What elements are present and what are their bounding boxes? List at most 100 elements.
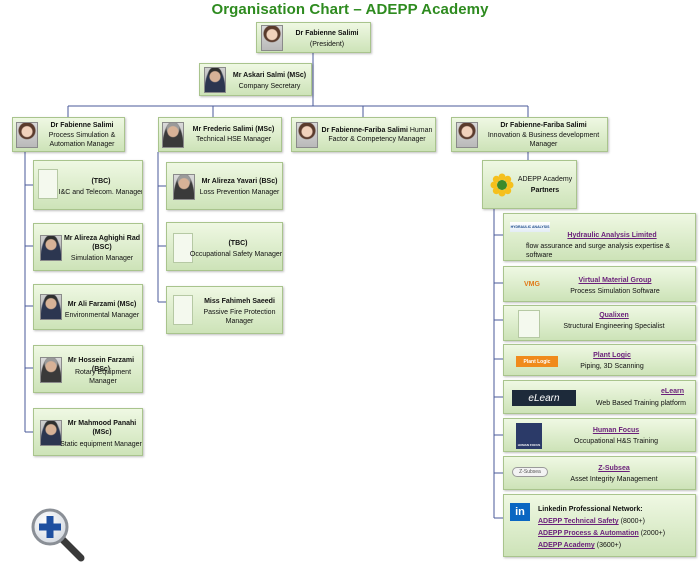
team-member-name: Mr Mahmood Panahi (MSc)	[67, 420, 137, 436]
manager-name: Dr Fabienne-Fariba Salimi	[500, 122, 587, 129]
partner-card[interactable]: Z-Subsea Z-Subsea Asset Integrity Manage…	[503, 456, 696, 490]
president-photo	[261, 25, 283, 51]
manager-text: Dr Fabienne-Fariba Salimi Human Factor &…	[320, 126, 434, 144]
linkedin-group-row: ADEPP Academy (3600+)	[538, 541, 693, 550]
team-member-name: Miss Fahimeh Saeedi	[204, 298, 275, 305]
team-member-role: Rotary Equipment Manager	[74, 369, 132, 385]
partner-name-link[interactable]: Virtual Material Group	[578, 277, 652, 284]
manager-box-hse[interactable]: Mr Frederic Salimi (MSc) Technical HSE M…	[158, 117, 282, 152]
partner-description: Asset Integrity Management	[570, 476, 658, 483]
team-member-role: I&C and Telecom. Manager	[58, 189, 143, 196]
manager-role: Human Factor & Competency Manager	[328, 127, 433, 143]
hse-team-card[interactable]: (TBC) Occupational Safety Manager	[166, 222, 283, 271]
team-member-role: Simulation Manager	[70, 255, 134, 262]
team-member-name: Mr Ali Farzami (MSc)	[67, 301, 137, 308]
partner-card[interactable]: eLearn eLearn Web Based Training platfor…	[503, 380, 696, 414]
manager-box-process[interactable]: Dr Fabienne Salimi Process Simulation & …	[12, 117, 125, 152]
placeholder-photo	[38, 169, 58, 199]
process-team-card[interactable]: Mr Mahmood Panahi (MSc) Static equipment…	[33, 408, 143, 456]
team-member-name: Mr Alireza Aghighi Rad (BSC)	[63, 235, 141, 251]
qualixen-logo	[518, 310, 540, 338]
manager-role: Process Simulation & Automation Manager	[48, 132, 116, 148]
president-name: Dr Fabienne Salimi	[295, 30, 359, 37]
partner-card[interactable]: VMG Virtual Material Group Process Simul…	[503, 266, 696, 302]
team-member-role: Passive Fire Protection Manager	[203, 309, 276, 325]
linkedin-group-link[interactable]: ADEPP Process & Automation	[538, 530, 639, 537]
team-member-photo	[40, 420, 62, 446]
secretary-role: Company Secretary	[238, 83, 301, 90]
process-team-card[interactable]: Mr Alireza Aghighi Rad (BSC) Simulation …	[33, 223, 143, 271]
secretary-photo	[204, 67, 226, 93]
linkedin-group-link[interactable]: ADEPP Academy	[538, 542, 595, 549]
team-member-role: Occupational Safety Manager	[189, 251, 283, 258]
partner-description: Web Based Training platform	[595, 400, 686, 407]
linkedin-group-count: (3600+)	[596, 542, 622, 549]
manager-photo	[16, 122, 38, 148]
elearn-logo: eLearn	[512, 390, 576, 406]
partner-name-link[interactable]: Plant Logic	[593, 352, 631, 359]
z-subsea-logo: Z-Subsea	[512, 467, 548, 477]
manager-photo	[162, 122, 184, 148]
linkedin-group-count: (8000+)	[620, 518, 645, 525]
page-title: Organisation Chart – ADEPP Academy	[211, 1, 489, 18]
secretary-name: Mr Askari Salmi (MSc)	[232, 72, 307, 79]
hydraulic-analysis-logo: HYDRAULIC ANALYSIS	[510, 222, 550, 232]
manager-name: Dr Fabienne Salimi	[50, 122, 114, 129]
sun-flower-icon	[490, 173, 514, 197]
partner-description: Piping, 3D Scanning	[580, 363, 644, 370]
team-member-photo	[173, 174, 195, 200]
partner-name-link[interactable]: Z-Subsea	[598, 465, 630, 472]
secretary-box[interactable]: Mr Askari Salmi (MSc) Company Secretary	[199, 63, 312, 96]
placeholder-photo	[173, 233, 193, 263]
plant-logic-logo: Plant Logic	[516, 356, 558, 367]
academy-subtitle: Partners	[530, 187, 560, 194]
partner-name-link[interactable]: Hydraulic Analysis Limited	[567, 232, 657, 239]
linkedin-group-count: (2000+)	[640, 530, 666, 537]
team-member-photo	[40, 357, 62, 383]
team-member-photo	[40, 294, 62, 320]
manager-name: Mr Frederic Salimi (MSc)	[192, 126, 275, 133]
manager-name: Dr Fabienne-Fariba Salimi	[321, 127, 408, 134]
partner-description: Structural Engineering Specialist	[563, 323, 665, 330]
partner-description: Process Simulation Software	[570, 288, 660, 295]
manager-box-innovation[interactable]: Dr Fabienne-Fariba Salimi Innovation & B…	[451, 117, 608, 152]
linkedin-group-row: ADEPP Process & Automation (2000+)	[538, 529, 693, 538]
team-member-photo	[40, 235, 62, 261]
human-focus-logo: HUMAN FOCUS	[516, 423, 542, 449]
team-member-role: Static equipment Manager	[60, 441, 142, 448]
linkedin-heading: Linkedin Professional Network:	[538, 506, 643, 513]
partner-name-link[interactable]: eLearn	[661, 388, 684, 395]
hse-team-card[interactable]: Miss Fahimeh Saeedi Passive Fire Protect…	[166, 286, 283, 334]
academy-box[interactable]: ADEPP Academy Partners	[482, 160, 577, 209]
team-member-name: Mr Alireza Yavari (BSc)	[201, 178, 278, 185]
manager-photo	[456, 122, 478, 148]
partner-description: Occupational H&S Training	[573, 438, 659, 445]
hse-team-card[interactable]: Mr Alireza Yavari (BSc) Loss Prevention …	[166, 162, 283, 210]
president-role: (President)	[309, 41, 345, 48]
team-member-role: Environmental Manager	[64, 312, 140, 319]
partner-card[interactable]: Qualixen Structural Engineering Speciali…	[503, 305, 696, 341]
process-team-card[interactable]: Mr Hossein Farzami (BSc) Rotary Equipmen…	[33, 345, 143, 393]
linkedin-card[interactable]: in Linkedin Professional Network: ADEPP …	[503, 494, 696, 557]
linkedin-group-link[interactable]: ADEPP Technical Safety	[538, 518, 619, 525]
academy-title: ADEPP Academy	[517, 176, 573, 183]
magnifier-plus-icon[interactable]	[28, 505, 88, 565]
manager-role: Innovation & Business development Manage…	[487, 132, 600, 148]
partner-card[interactable]: HYDRAULIC ANALYSIS Hydraulic Analysis Li…	[503, 213, 696, 261]
linkedin-group-row: ADEPP Technical Safety (8000+)	[538, 517, 693, 526]
team-member-role: Loss Prevention Manager	[199, 189, 280, 196]
team-member-name: Mr Hossein Farzami (BSc)	[67, 357, 135, 373]
partner-name-link[interactable]: Qualixen	[599, 312, 629, 319]
process-team-card[interactable]: (TBC) I&C and Telecom. Manager	[33, 160, 143, 210]
placeholder-photo	[173, 295, 193, 325]
manager-photo	[296, 122, 318, 148]
partner-card[interactable]: Plant Logic Plant Logic Piping, 3D Scann…	[503, 344, 696, 376]
partner-card[interactable]: HUMAN FOCUS Human Focus Occupational H&S…	[503, 418, 696, 452]
partner-description: flow assurance and surge analysis expert…	[526, 243, 670, 259]
president-box[interactable]: Dr Fabienne Salimi (President)	[256, 22, 371, 53]
process-team-card[interactable]: Mr Ali Farzami (MSc) Environmental Manag…	[33, 284, 143, 330]
manager-box-human-factor[interactable]: Dr Fabienne-Fariba Salimi Human Factor &…	[291, 117, 436, 152]
linkedin-icon: in	[510, 503, 530, 521]
partner-name-link[interactable]: Human Focus	[592, 427, 640, 434]
